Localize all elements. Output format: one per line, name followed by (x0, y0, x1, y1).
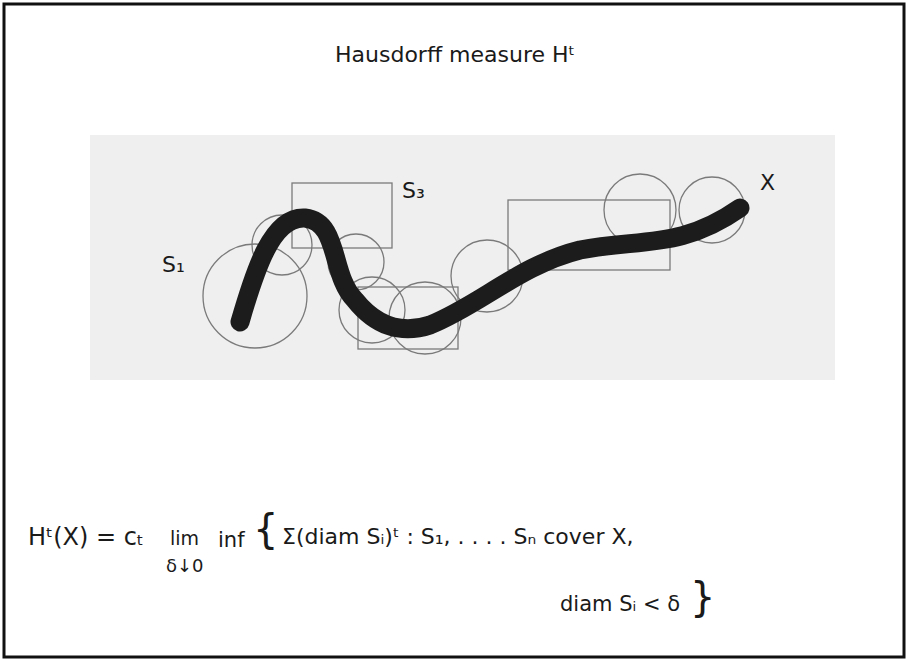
formula-part: δ↓0 (166, 556, 204, 577)
slide-frame (4, 4, 904, 657)
formula-part: inf (218, 528, 245, 552)
formula-part: Σ(diam Sᵢ)ᵗ : S₁, . . . . Sₙ cover X, (282, 524, 633, 549)
curve-x (240, 208, 740, 329)
set-label: X (760, 170, 775, 195)
formula-brace: } (690, 574, 715, 620)
formula-part: diam Sᵢ < δ (560, 592, 680, 616)
illustration-ground (90, 135, 835, 380)
set-label: S₁ (162, 252, 185, 277)
formula-part: lim (170, 528, 199, 550)
formula-brace: { (253, 506, 278, 552)
covering-sets (203, 174, 745, 354)
formula-part: Hᵗ(X) = cₜ (28, 524, 144, 552)
set-label: S₃ (402, 178, 425, 203)
slide-title: Hausdorff measure Hᵗ (335, 42, 575, 67)
